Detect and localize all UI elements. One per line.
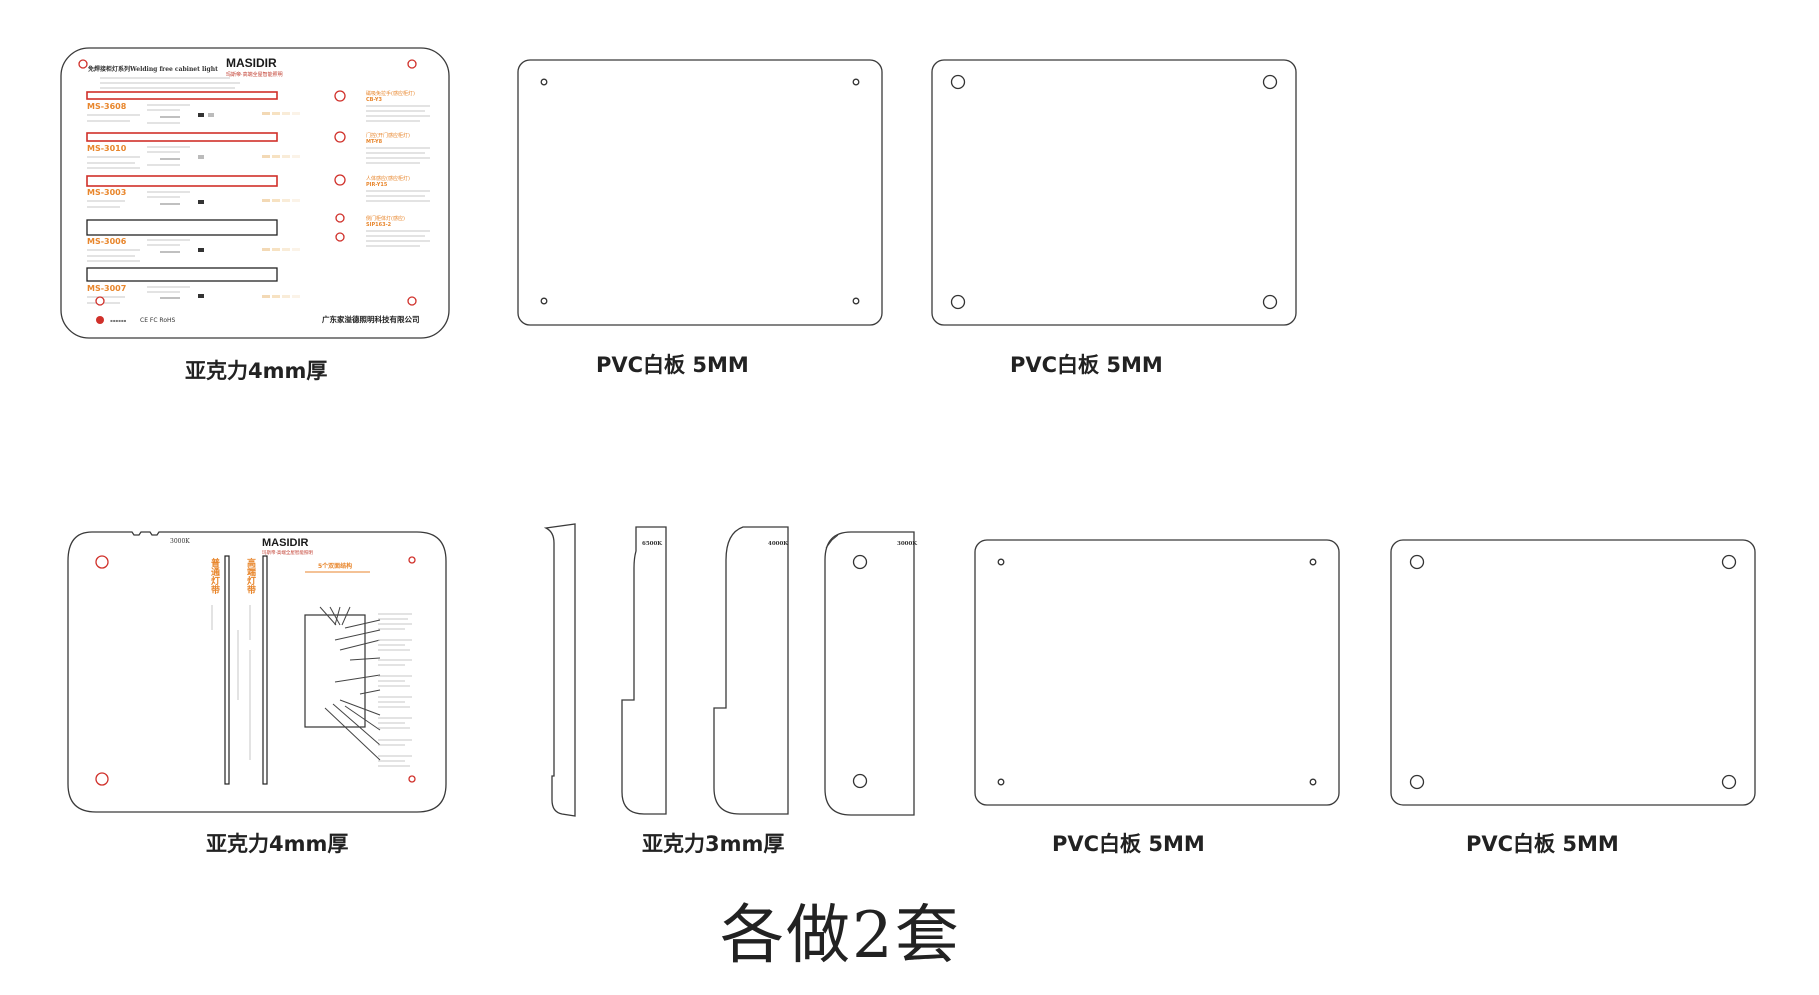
svg-text:人体感应(感应柜灯): 人体感应(感应柜灯)	[366, 175, 410, 182]
svg-text:门控(开门感应柜灯): 门控(开门感应柜灯)	[366, 132, 410, 139]
svg-text:玛斯帝·高端全屋智能照明: 玛斯帝·高端全屋智能照明	[226, 71, 283, 78]
svg-text:MASIDIR: MASIDIR	[262, 537, 309, 549]
svg-text:6500K: 6500K	[642, 541, 662, 547]
acrylic-4mm-label-bottom: 亚克力4mm厚	[206, 832, 349, 856]
pvc-label-top-2: PVC白板 5MM	[1010, 353, 1163, 377]
acrylic-3mm-piece-3: 4000K	[713, 526, 789, 815]
acrylic-3mm-piece-1	[543, 523, 576, 817]
svg-text:SIP163-2: SIP163-2	[366, 222, 392, 228]
acrylic-3mm-piece-4: 3000K	[824, 531, 917, 816]
pvc-board-bottom-2	[1390, 539, 1756, 806]
svg-text:侧门柜体灯(感应): 侧门柜体灯(感应)	[366, 215, 405, 222]
svg-text:5个双面结构: 5个双面结构	[318, 562, 352, 570]
pvc-label-bottom-2: PVC白板 5MM	[1466, 832, 1619, 856]
acrylic-panel-bottom: 3000K MASIDIR 玛斯帝·高端全屋智能照明 普通灯带 高端灯带 5个双…	[67, 531, 447, 813]
quantity-note: 各做2套	[720, 899, 961, 973]
acrylic-panel-top: MASIDIR 玛斯帝·高端全屋智能照明 免焊接柜灯系列Welding free…	[60, 47, 450, 339]
svg-text:PIR-Y15: PIR-Y15	[366, 182, 388, 188]
acrylic-3mm-piece-2: 6500K	[621, 526, 667, 815]
pvc-label-top-1: PVC白板 5MM	[596, 353, 749, 377]
svg-text:▪▪▪▪▪▪: ▪▪▪▪▪▪	[110, 318, 127, 323]
pvc-board-top-1	[517, 59, 883, 326]
svg-text:CE FC RoHS: CE FC RoHS	[140, 317, 176, 324]
svg-text:3000K: 3000K	[897, 541, 917, 547]
svg-text:4000K: 4000K	[768, 541, 788, 547]
svg-text:MS-3608: MS-3608	[87, 102, 127, 111]
svg-text:MT-Y8: MT-Y8	[366, 139, 383, 145]
svg-text:3000K: 3000K	[170, 538, 190, 545]
svg-text:磁吸免拉手(感应柜灯): 磁吸免拉手(感应柜灯)	[366, 90, 415, 97]
pvc-board-top-2	[931, 59, 1297, 326]
pvc-label-bottom-1: PVC白板 5MM	[1052, 832, 1205, 856]
brand-logo: MASIDIR	[226, 56, 277, 70]
svg-text:高端灯带: 高端灯带	[245, 557, 256, 595]
svg-text:MS-3006: MS-3006	[87, 237, 127, 246]
svg-text:MS-3007: MS-3007	[87, 284, 126, 293]
svg-text:CB-Y3: CB-Y3	[366, 97, 382, 103]
svg-text:广东家溢德照明科技有限公司: 广东家溢德照明科技有限公司	[322, 314, 420, 324]
svg-text:玛斯帝·高端全屋智能照明: 玛斯帝·高端全屋智能照明	[262, 549, 313, 556]
acrylic-4mm-label-top: 亚克力4mm厚	[185, 359, 328, 383]
svg-text:MS-3010: MS-3010	[87, 144, 127, 153]
acrylic-3mm-label: 亚克力3mm厚	[642, 832, 785, 856]
svg-text:免焊接柜灯系列Welding free cabinet li: 免焊接柜灯系列Welding free cabinet light	[88, 65, 218, 73]
svg-text:MS-3003: MS-3003	[87, 188, 126, 197]
svg-text:普通灯带: 普通灯带	[209, 557, 220, 595]
pvc-board-bottom-1	[974, 539, 1340, 806]
